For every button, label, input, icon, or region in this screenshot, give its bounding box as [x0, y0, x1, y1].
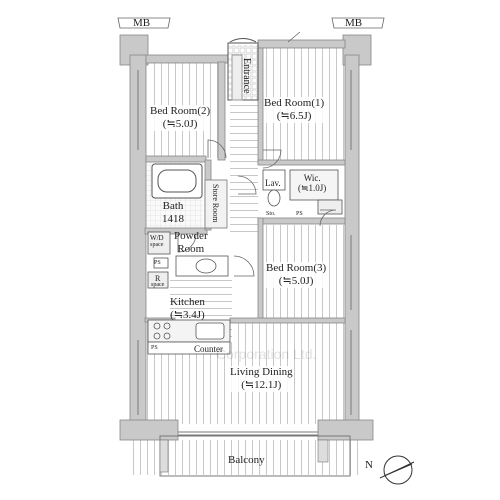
- bedroom-2-label: Bed Room(2)(≒5.0J): [150, 105, 211, 131]
- entrance-frame: [227, 38, 259, 101]
- entrance-label: Entrance: [241, 58, 252, 94]
- bedroom-1-label: Bed Room(1)(≒6.5J): [264, 97, 325, 123]
- store-room: [204, 179, 228, 229]
- balcony-label: Balcony: [228, 454, 265, 466]
- walls: [119, 34, 374, 441]
- compass-icon: [379, 455, 415, 485]
- lav-fixtures: [262, 169, 343, 215]
- powder-fixtures: [147, 231, 229, 277]
- lav-label: Lav.: [265, 178, 281, 188]
- ps-label-kitchen: PS: [151, 345, 158, 351]
- ps-label-left: PS: [154, 260, 161, 266]
- mb-units: [117, 17, 385, 29]
- store-room-label: Store Room: [211, 184, 220, 223]
- counter-label: Counter: [194, 344, 223, 354]
- bathtub: [151, 163, 203, 199]
- kitchen-counter: [147, 271, 231, 355]
- ps-label-upper: PS: [296, 211, 303, 217]
- sto-label: Sto.: [266, 211, 276, 217]
- balcony-hatch: [317, 439, 329, 463]
- bedroom-3-label: Bed Room(3)(≒5.0J): [266, 262, 327, 288]
- windows: [137, 70, 352, 415]
- kitchen-label: Kitchen(≒3.4J): [170, 296, 205, 321]
- mb-right-label: MB: [345, 17, 363, 29]
- compass-north-label: N: [365, 459, 373, 471]
- watermark: Corporation Ltd.: [216, 346, 317, 362]
- balcony-partition: [159, 439, 169, 473]
- mb-left-label: MB: [133, 17, 151, 29]
- wic-label: Wic.(≒1.0J): [298, 173, 327, 193]
- living-dining-label: Living Dining(≒12.1J): [230, 366, 293, 392]
- door-swings: [177, 31, 337, 277]
